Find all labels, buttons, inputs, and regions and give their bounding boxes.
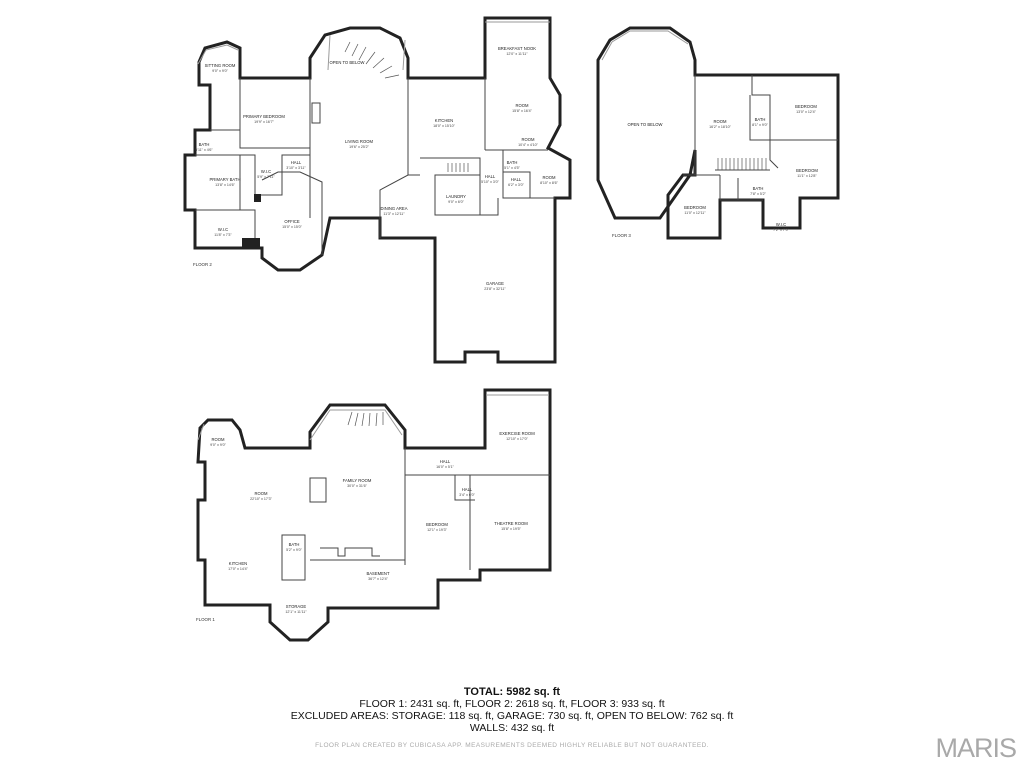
- room-name: BEDROOM: [795, 104, 817, 109]
- room-name: LIVING ROOM: [345, 139, 373, 144]
- floor-label: FLOOR 1: [196, 617, 215, 622]
- room-name: ROOM: [542, 175, 556, 180]
- room-name: ROOM: [515, 103, 529, 108]
- room-name: LAUNDRY: [446, 194, 466, 199]
- floor-1-plan: [196, 388, 552, 642]
- room-dims: 23'8" x 32'11": [484, 287, 506, 291]
- room-name: BATH: [289, 542, 300, 547]
- room-name: EXERCISE ROOM: [499, 431, 535, 436]
- room-name: W.I.C: [218, 227, 228, 232]
- room-name: OPEN TO BELOW: [628, 122, 663, 127]
- room-dims: 11'1" x 12'8": [797, 174, 817, 178]
- room-dims: 11'8" x 7'3": [214, 233, 232, 237]
- room-dims: 5'10" x 3'0": [481, 180, 499, 184]
- room-dims: 13'8" x 14'6": [215, 183, 235, 187]
- room-name: ROOM: [713, 119, 727, 124]
- room-name: BEDROOM: [796, 168, 818, 173]
- floor-label: FLOOR 2: [193, 262, 212, 267]
- room-name: HALL: [462, 487, 473, 492]
- room-name: W.I.C: [776, 222, 786, 227]
- room-dims: 12'0" x 11'11": [506, 52, 528, 56]
- room-dims: 18'0" x 15'10": [433, 124, 455, 128]
- room-name: HALL: [291, 160, 302, 165]
- walls-area: WALLS: 432 sq. ft: [469, 722, 555, 734]
- excluded-areas: EXCLUDED AREAS: STORAGE: 118 sq. ft, GAR…: [290, 710, 734, 722]
- room-dims: 5'9" x 7'11": [257, 175, 275, 179]
- room-dims: 15'8" x 16'4": [512, 109, 532, 113]
- room-name: KITCHEN: [435, 118, 453, 123]
- room-dims: 16'0" x 5'1": [436, 465, 454, 469]
- room-dims: 11'3" x 12'11": [383, 212, 405, 216]
- room-dims: 19'6" x 25'2": [349, 145, 369, 149]
- room-dims: 3'10" x 3'11": [286, 166, 306, 170]
- room-dims: 5'11" x 4'6": [195, 148, 213, 152]
- room-name: PRIMARY BATH: [210, 177, 241, 182]
- room-name: BATH: [753, 186, 764, 191]
- room-name: FAMILY ROOM: [343, 478, 372, 483]
- room-name: PRIMARY BEDROOM: [243, 114, 285, 119]
- maris-logo: MARIS: [935, 733, 1017, 763]
- room-labels: SITTING ROOM 9'0" x 9'0" OPEN TO BELOW B…: [193, 46, 818, 622]
- room-dims: 3'4" x 6'0": [459, 493, 475, 497]
- room-dims: 13'0" x 12'4": [796, 110, 816, 114]
- room-dims: 19'9" x 16'7": [254, 120, 274, 124]
- room-dims: 6'2" x 3'0": [508, 183, 524, 187]
- room-dims: 9'0" x 9'0": [212, 69, 228, 73]
- room-name: OFFICE: [284, 219, 300, 224]
- room-name: ROOM: [211, 437, 225, 442]
- room-dims: 8'10" x 8'6": [540, 181, 558, 185]
- room-name: HALL: [440, 459, 451, 464]
- room-dims: 12'1" x 11'11": [285, 610, 307, 614]
- room-name: OPEN TO BELOW: [330, 60, 365, 65]
- room-dims: 15'0" x 15'0": [282, 225, 302, 229]
- room-name: HALL: [485, 174, 496, 179]
- room-name: W.I.C: [261, 169, 271, 174]
- room-dims: 11'0" x 12'11": [684, 211, 706, 215]
- room-name: BEDROOM: [684, 205, 706, 210]
- room-dims: 17'0" x 14'4": [228, 567, 248, 571]
- room-name: BATH: [755, 117, 766, 122]
- room-dims: 5'2" x 9'0": [286, 548, 302, 552]
- room-name: BREAKFAST NOOK: [498, 46, 536, 51]
- disclaimer: FLOOR PLAN CREATED BY CUBICASA APP. MEAS…: [315, 742, 709, 749]
- room-name: ROOM: [254, 491, 268, 496]
- floor-2-plan: [183, 16, 572, 364]
- room-name: BASEMENT: [366, 571, 389, 576]
- room-name: BATH: [199, 142, 210, 147]
- room-dims: 36'7" x 12'4": [368, 577, 388, 581]
- total-area: TOTAL: 5982 sq. ft: [463, 686, 561, 698]
- floor-3-plan: [596, 26, 840, 240]
- room-name: DINING AREA: [381, 206, 408, 211]
- room-name: HALL: [511, 177, 522, 182]
- room-dims: 15'8" x 19'5": [501, 527, 521, 531]
- room-dims: 12'1" x 19'3": [427, 528, 447, 532]
- room-dims: 30'0" x 31'6": [347, 484, 367, 488]
- room-name: THEATRE ROOM: [494, 521, 528, 526]
- floor-areas: FLOOR 1: 2431 sq. ft, FLOOR 2: 2618 sq. …: [359, 698, 665, 710]
- room-dims: 7'8" x 5'2": [750, 192, 766, 196]
- room-name: BEDROOM: [426, 522, 448, 527]
- room-name: SITTING ROOM: [205, 63, 236, 68]
- room-dims: 22'10" x 17'3": [250, 497, 272, 501]
- room-dims: 7'2" x 7'0": [773, 228, 789, 232]
- room-dims: 10'4" x 4'10": [518, 143, 538, 147]
- room-name: BATH: [507, 160, 518, 165]
- room-name: ROOM: [521, 137, 535, 142]
- room-dims: 16'2" x 18'10": [709, 125, 731, 129]
- room-dims: 8'1" x 9'0": [752, 123, 768, 127]
- floor-label: FLOOR 3: [612, 233, 631, 238]
- room-name: STORAGE: [286, 604, 307, 609]
- room-name: GARAGE: [486, 281, 504, 286]
- room-dims: 9'0" x 6'0": [448, 200, 464, 204]
- room-dims: 9'0" x 9'0": [210, 443, 226, 447]
- room-name: KITCHEN: [229, 561, 247, 566]
- room-dims: 5'1" x 4'5": [504, 166, 520, 170]
- area-summary: TOTAL: 5982 sq. ft FLOOR 1: 2431 sq. ft,…: [0, 686, 1024, 734]
- room-dims: 12'10" x 17'0": [506, 437, 528, 441]
